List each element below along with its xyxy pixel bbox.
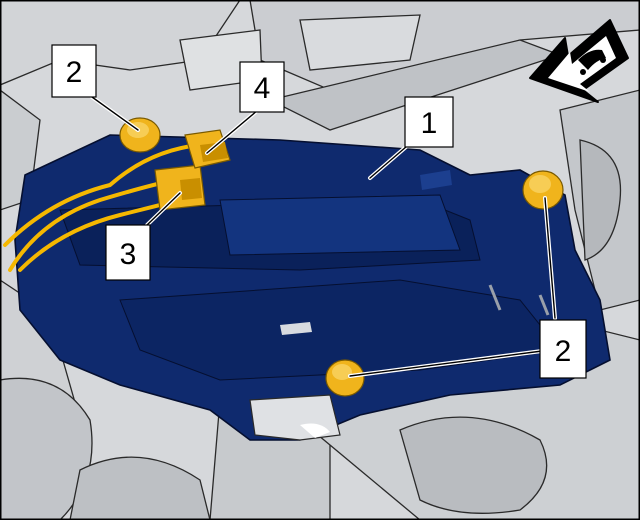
callout-3: 3 (105, 224, 151, 281)
callout-2-top-label: 2 (66, 56, 83, 89)
connector-4 (184, 129, 231, 169)
connector-3 (154, 164, 206, 211)
fastener-bottom (325, 359, 365, 397)
callout-4-label: 4 (254, 72, 271, 105)
callout-2-top: 2 (51, 44, 97, 98)
fastener-right (522, 170, 564, 210)
callout-1-label: 1 (421, 107, 438, 140)
callout-3-label: 3 (120, 238, 137, 271)
vehicle-front-arrow-icon (529, 19, 629, 103)
callout-2-bottom: 2 (539, 319, 587, 379)
callout-4: 4 (239, 61, 285, 113)
callout-2-bottom-label: 2 (555, 335, 572, 368)
leader-lines (90, 95, 557, 378)
callout-1: 1 (404, 96, 454, 148)
